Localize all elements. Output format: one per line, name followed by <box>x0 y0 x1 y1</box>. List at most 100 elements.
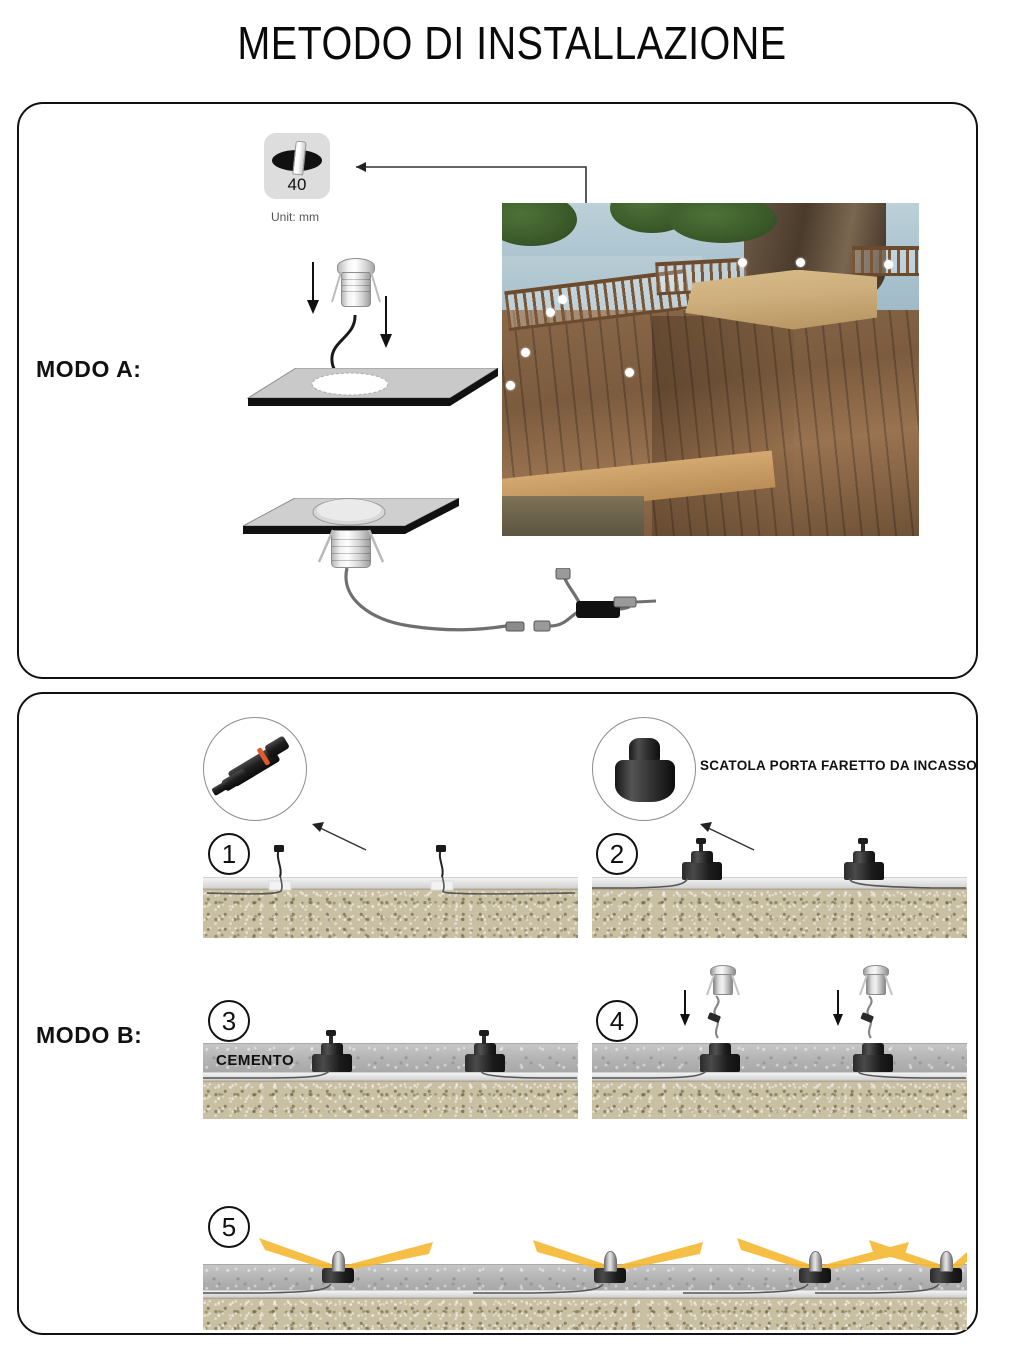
box-stem <box>699 842 703 852</box>
step-number: 3 <box>221 1005 237 1036</box>
photo-led-dot <box>883 259 893 269</box>
step-4-cross-section <box>592 1043 967 1119</box>
box-plug <box>326 1030 336 1036</box>
cement-layer <box>203 1043 578 1072</box>
step-3-cross-section <box>203 1043 578 1119</box>
page-title: METODO DI INSTALLAZIONE <box>237 17 787 69</box>
box-neck <box>853 851 875 863</box>
box-stem <box>861 842 865 852</box>
step-4-cables <box>592 1070 966 1079</box>
installed-light-unit <box>594 1251 626 1283</box>
box-body <box>799 1268 831 1283</box>
recessed-box-inset <box>592 717 696 821</box>
modo-b-label: MODO B: <box>36 1022 143 1048</box>
box-plug <box>479 1030 489 1036</box>
box-body <box>700 1054 740 1072</box>
cement-layer <box>592 1043 967 1072</box>
photo-led-dot <box>521 347 531 357</box>
callout-arrow-step2 <box>700 822 755 851</box>
box-neck <box>474 1043 496 1055</box>
box-body <box>322 1268 354 1283</box>
recessed-box-installed <box>841 838 887 880</box>
fixture-spring-clips <box>331 271 381 303</box>
box-plug <box>858 838 868 844</box>
fixture-spring-clips <box>317 529 385 563</box>
step-5-light-beams <box>259 1238 967 1270</box>
recessed-box-installed <box>679 838 725 880</box>
photo-led-dot <box>558 294 568 304</box>
recessed-led-spotlight <box>330 258 382 320</box>
cable-end-connector <box>613 596 657 608</box>
lamp-installed <box>940 1251 953 1272</box>
lamp-body <box>713 974 733 995</box>
drill-hole-icon: 40 <box>264 133 330 199</box>
box-body <box>594 1268 626 1283</box>
box-plug <box>696 838 706 844</box>
box-neck <box>321 1043 343 1055</box>
waterproof-connector-inset <box>203 717 307 821</box>
lamp-spring-clips <box>859 974 893 996</box>
photo-led-dot <box>506 381 516 391</box>
lamp-installed <box>332 1251 345 1272</box>
modo-b-card <box>17 692 978 1335</box>
photo-foliage <box>668 203 778 243</box>
step-badge-3: 3 <box>208 1000 250 1042</box>
scatola-caption: SCATOLA PORTA FARETTO DA INCASSO <box>700 758 978 773</box>
screed-layer <box>592 1072 967 1081</box>
lamp-installed <box>809 1251 822 1272</box>
gravel-layer <box>203 1298 967 1330</box>
step-1-cross-section <box>203 877 578 938</box>
fixture-housing-body <box>331 530 371 568</box>
arrow-down-icon <box>680 990 690 1026</box>
lamp-being-inserted <box>706 965 740 997</box>
box-body <box>682 862 722 880</box>
photo-led-dot <box>545 307 555 317</box>
lamp-being-inserted <box>859 965 893 997</box>
installed-light-unit <box>930 1251 962 1283</box>
installed-fixture-board <box>242 498 460 534</box>
modo-a-label: MODO A: <box>36 356 142 382</box>
arrow-down-icon <box>380 296 392 348</box>
cable-t-splitter <box>344 568 630 632</box>
box-top-spout <box>629 738 660 764</box>
box-stem <box>329 1034 333 1044</box>
step-1-cable-ends <box>274 845 446 878</box>
drill-diameter-value: 40 <box>287 175 307 194</box>
gravel-layer <box>592 889 967 938</box>
arrow-down-icon <box>307 262 319 314</box>
gravel-layer <box>203 889 578 938</box>
box-body <box>930 1268 962 1283</box>
photo-led-dot <box>737 257 747 267</box>
box-body <box>853 1054 893 1072</box>
arrow-down-icon <box>833 990 843 1026</box>
step-2-cables <box>592 877 966 889</box>
step-2-cross-section <box>592 877 967 938</box>
photo-deck-shadow <box>652 316 794 536</box>
lamp-installed <box>604 1251 617 1272</box>
installed-light-unit <box>322 1251 354 1283</box>
unit-note: Unit: mm <box>271 210 319 224</box>
gravel-layer <box>592 1081 967 1119</box>
lamp-body <box>866 974 886 995</box>
step-number: 2 <box>609 838 625 869</box>
step-4-lamp-cables <box>707 995 874 1039</box>
recessed-box-in-cement <box>850 1030 896 1072</box>
step-badge-2: 2 <box>596 833 638 875</box>
box-base <box>615 760 675 802</box>
box-body <box>844 862 884 880</box>
wooden-deck-photo <box>502 203 919 536</box>
step-badge-5: 5 <box>208 1206 250 1248</box>
step-5-cables <box>203 1283 940 1294</box>
recessed-box-in-cement <box>309 1030 355 1072</box>
callout-arrow-step1 <box>312 822 367 851</box>
box-neck <box>862 1043 884 1055</box>
fixture-body <box>341 272 371 307</box>
connector-cable <box>211 779 231 797</box>
box-neck <box>709 1043 731 1055</box>
box-stem <box>482 1034 486 1044</box>
step-badge-1: 1 <box>208 833 250 875</box>
installed-fixture-housing <box>315 522 387 574</box>
installed-light-unit <box>799 1251 831 1283</box>
box-body <box>312 1054 352 1072</box>
